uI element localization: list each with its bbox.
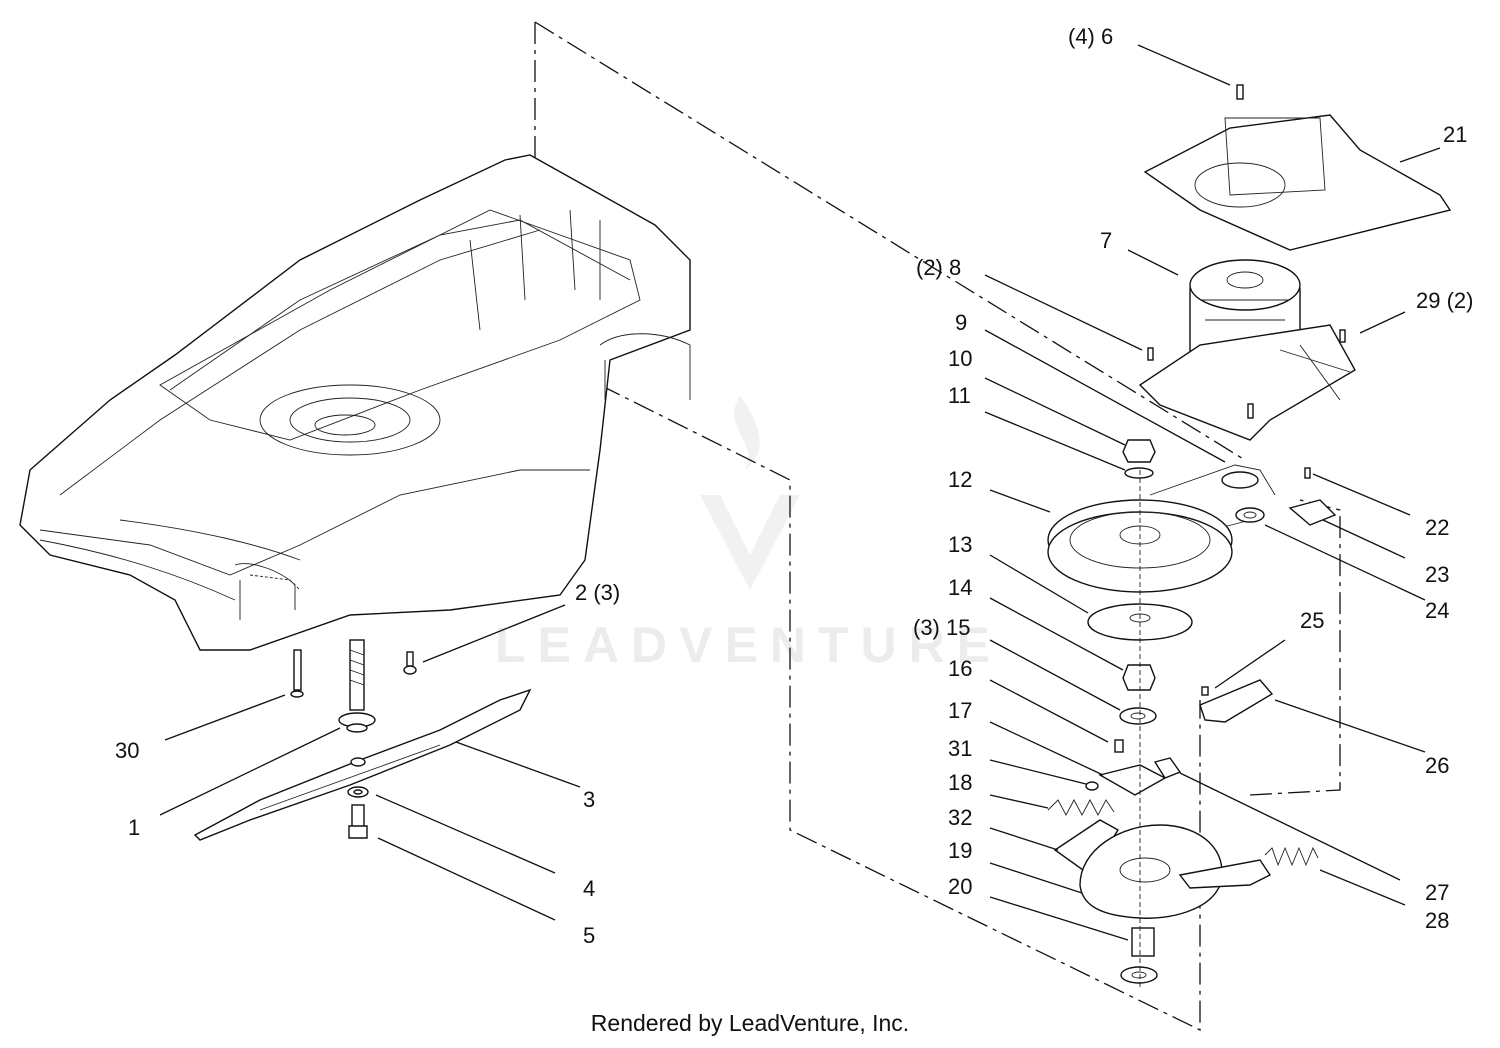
callout-27: 27 bbox=[1425, 880, 1449, 905]
callout-28: 28 bbox=[1425, 908, 1449, 933]
callout-20: 20 bbox=[948, 874, 972, 899]
watermark-logo bbox=[700, 395, 800, 590]
blade-assembly bbox=[193, 639, 532, 841]
callout-labels: (4) 6 21 7 (2) 8 29 (2) 9 10 11 12 22 23… bbox=[115, 24, 1473, 948]
mower-deck-housing bbox=[19, 154, 691, 651]
callout-23: 23 bbox=[1425, 562, 1449, 587]
callout-18: 18 bbox=[948, 770, 972, 795]
watermark-text: LEADVENTURE bbox=[495, 617, 1002, 673]
callout-6: (4) 6 bbox=[1068, 24, 1113, 49]
callout-24: 24 bbox=[1425, 598, 1449, 623]
callout-30: 30 bbox=[115, 738, 139, 763]
callout-26: 26 bbox=[1425, 753, 1449, 778]
callout-2: 2 (3) bbox=[575, 580, 620, 605]
callout-13: 13 bbox=[948, 532, 972, 557]
callout-10: 10 bbox=[948, 346, 972, 371]
drive-assembly bbox=[1047, 84, 1452, 990]
callout-17: 17 bbox=[948, 698, 972, 723]
callout-19: 19 bbox=[948, 838, 972, 863]
callout-12: 12 bbox=[948, 467, 972, 492]
callout-11: 11 bbox=[948, 383, 971, 408]
callout-7: 7 bbox=[1100, 228, 1112, 253]
callout-29: 29 (2) bbox=[1416, 288, 1473, 313]
callout-32: 32 bbox=[948, 805, 972, 830]
callout-25: 25 bbox=[1300, 608, 1324, 633]
callout-3: 3 bbox=[583, 787, 595, 812]
callout-14: 14 bbox=[948, 575, 972, 600]
callout-21: 21 bbox=[1443, 122, 1467, 147]
callout-4: 4 bbox=[583, 876, 595, 901]
callout-5: 5 bbox=[583, 923, 595, 948]
callout-22: 22 bbox=[1425, 515, 1449, 540]
callout-1: 1 bbox=[128, 815, 140, 840]
callout-31: 31 bbox=[948, 736, 972, 761]
leader-lines bbox=[159, 44, 1441, 941]
callout-9: 9 bbox=[955, 310, 967, 335]
callout-8: (2) 8 bbox=[916, 255, 961, 280]
callout-15: (3) 15 bbox=[913, 615, 970, 640]
footer-credit: Rendered by LeadVenture, Inc. bbox=[590, 1010, 910, 1036]
callout-16: 16 bbox=[948, 656, 972, 681]
